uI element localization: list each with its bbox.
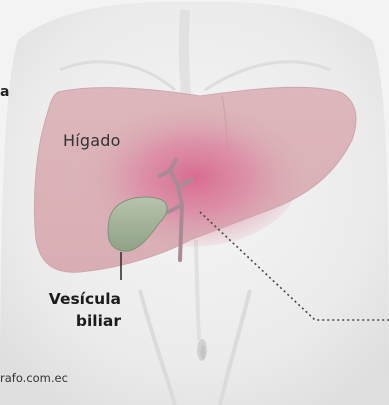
gallbladder-label-line1: Vesícula (49, 288, 121, 310)
sternum-line (184, 10, 186, 95)
left-edge-text: a (0, 84, 9, 100)
source-credit: rafo.com.ec (0, 371, 68, 385)
gallbladder-label-line2: biliar (76, 310, 121, 332)
liver-label: Hígado (63, 131, 121, 150)
